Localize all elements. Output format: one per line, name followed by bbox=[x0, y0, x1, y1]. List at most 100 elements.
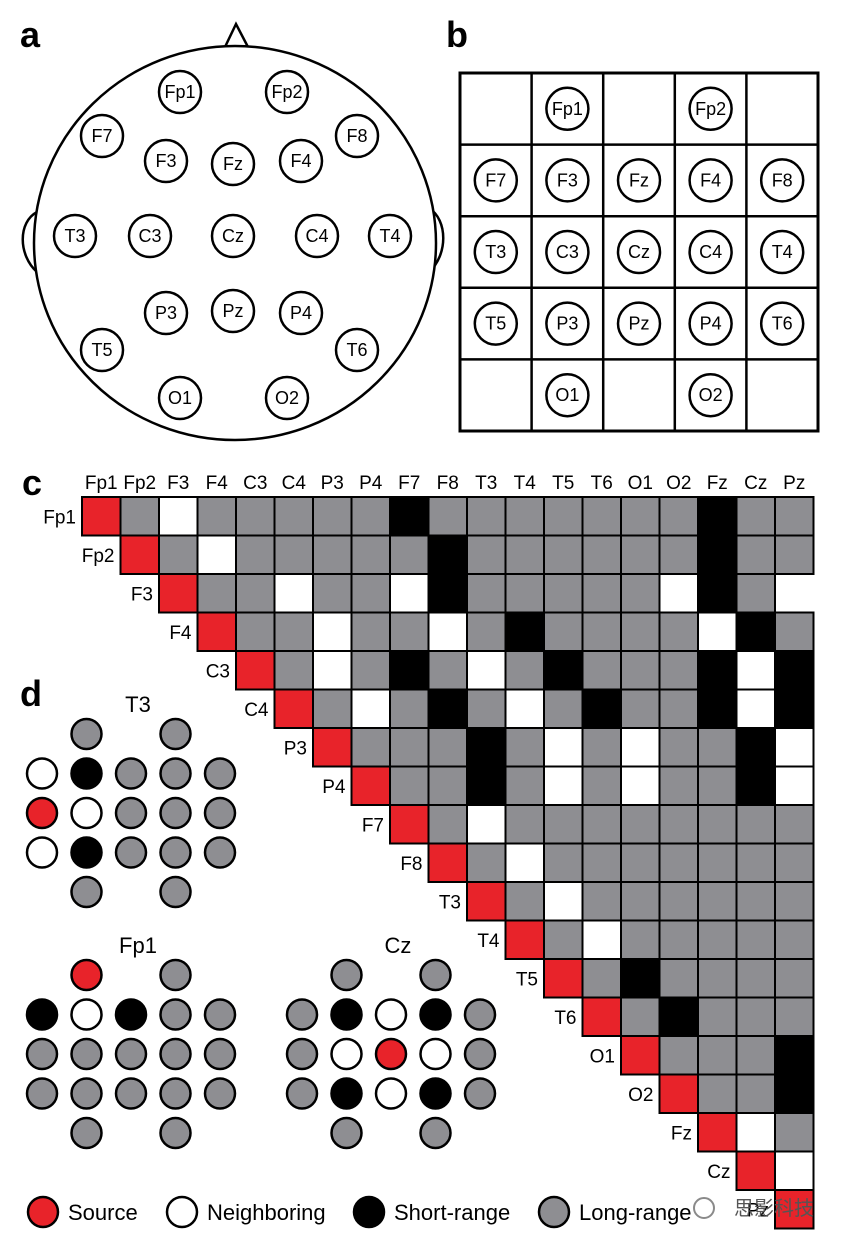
matrix-cell bbox=[774, 727, 815, 768]
topography-dot bbox=[159, 1116, 192, 1150]
matrix-cell bbox=[427, 688, 468, 729]
matrix-cell bbox=[658, 996, 699, 1037]
grid-electrode-label: C3 bbox=[556, 242, 579, 262]
matrix-cell bbox=[697, 881, 738, 922]
matrix-row-label: C3 bbox=[206, 661, 230, 682]
matrix-cell bbox=[774, 804, 815, 845]
matrix-cell bbox=[735, 1073, 776, 1114]
matrix-cell bbox=[273, 573, 314, 614]
matrix-column-label: O1 bbox=[628, 473, 653, 494]
topography-title: Fp1 bbox=[119, 933, 157, 958]
matrix-cell bbox=[466, 881, 507, 922]
matrix-cell bbox=[658, 611, 699, 652]
matrix-cell bbox=[735, 996, 776, 1037]
matrix-cell bbox=[427, 650, 468, 691]
matrix-column-label: C3 bbox=[243, 473, 267, 494]
grid-electrode-label: C4 bbox=[699, 242, 722, 262]
topography-dot bbox=[330, 998, 363, 1031]
matrix-cell bbox=[774, 958, 815, 999]
matrix-cell bbox=[312, 650, 353, 691]
grid-electrode-circle bbox=[759, 229, 805, 275]
grid-electrode-circle bbox=[545, 301, 590, 346]
matrix-cell bbox=[735, 496, 776, 537]
topography-dot bbox=[114, 998, 148, 1031]
electrode-label: T3 bbox=[64, 226, 85, 246]
matrix-cell bbox=[697, 688, 738, 729]
electrode-cz: Cz bbox=[210, 213, 256, 259]
legend-swatch bbox=[352, 1195, 386, 1229]
electrode-circle bbox=[210, 141, 256, 187]
grid-electrode-c3: C3 bbox=[545, 229, 590, 275]
matrix-row-label: O1 bbox=[590, 1046, 615, 1067]
matrix-cell bbox=[620, 842, 661, 883]
matrix-cell bbox=[581, 496, 622, 537]
matrix-cell bbox=[312, 573, 353, 614]
grid-electrode-c4: C4 bbox=[688, 229, 733, 275]
grid-electrode-label: T4 bbox=[772, 242, 793, 262]
topography-dot bbox=[159, 796, 192, 830]
grid-electrode-p4: P4 bbox=[688, 301, 733, 346]
grid-electrode-circle bbox=[759, 301, 805, 346]
matrix-cell bbox=[427, 842, 468, 883]
matrix-cell bbox=[697, 842, 738, 883]
grid-electrode-circle bbox=[545, 229, 590, 275]
matrix-cell bbox=[735, 650, 776, 691]
matrix-cell bbox=[697, 919, 738, 960]
matrix-cell bbox=[504, 496, 545, 537]
matrix-cell bbox=[235, 573, 276, 614]
topography-dot bbox=[159, 1077, 192, 1110]
grid-electrode-fp2: Fp2 bbox=[688, 86, 733, 132]
matrix-cell bbox=[581, 611, 622, 652]
topography-dot bbox=[463, 1077, 497, 1110]
matrix-cell bbox=[697, 573, 738, 614]
topography-title: Cz bbox=[385, 933, 412, 958]
matrix-cell bbox=[389, 804, 430, 845]
topography-dot bbox=[159, 757, 192, 790]
matrix-cell bbox=[658, 573, 699, 614]
electrode-fp2: Fp2 bbox=[264, 69, 310, 115]
matrix-cell bbox=[620, 534, 661, 575]
electrode-f8: F8 bbox=[334, 113, 380, 159]
grid-electrode-o1: O1 bbox=[545, 372, 590, 418]
matrix-cell bbox=[273, 496, 314, 537]
matrix-cell bbox=[389, 611, 430, 652]
topography-dot bbox=[70, 836, 103, 869]
matrix-row-label: Pz bbox=[747, 1200, 769, 1221]
matrix-cell bbox=[504, 804, 545, 845]
electrode-circle bbox=[79, 113, 125, 159]
matrix-cell bbox=[235, 611, 276, 652]
matrix-row-label: F8 bbox=[400, 854, 422, 875]
electrode-circle bbox=[52, 213, 98, 259]
topography-dot bbox=[203, 796, 237, 830]
matrix-cell bbox=[504, 881, 545, 922]
topography-dot bbox=[159, 717, 192, 751]
matrix-cell bbox=[658, 881, 699, 922]
matrix-cell bbox=[427, 804, 468, 845]
matrix-cell bbox=[620, 881, 661, 922]
matrix-cell bbox=[504, 727, 545, 768]
watermark: 思影科技 bbox=[693, 1197, 814, 1220]
matrix-cell bbox=[774, 919, 815, 960]
matrix-cell bbox=[312, 727, 353, 768]
electrode-p3: P3 bbox=[143, 290, 189, 336]
matrix-cell bbox=[581, 996, 622, 1037]
legend-swatch bbox=[165, 1195, 199, 1229]
topography-dot bbox=[203, 757, 237, 790]
electrode-c3: C3 bbox=[127, 213, 173, 259]
matrix-column-label: T6 bbox=[591, 473, 613, 494]
electrode-o1: O1 bbox=[157, 375, 203, 421]
matrix-cell bbox=[697, 996, 738, 1037]
grid-electrode-t4: T4 bbox=[759, 229, 805, 275]
electrode-label: Fp1 bbox=[164, 82, 195, 102]
matrix-column-label: Fp2 bbox=[123, 473, 156, 494]
matrix-cell bbox=[581, 727, 622, 768]
electrode-circle bbox=[143, 138, 189, 184]
electrode-circle bbox=[367, 213, 413, 259]
electrode-circle bbox=[210, 288, 256, 334]
matrix-cell bbox=[735, 804, 776, 845]
matrix-cell bbox=[389, 727, 430, 768]
matrix-column-label: F8 bbox=[437, 473, 459, 494]
topography-dot bbox=[419, 1116, 452, 1150]
matrix-cell bbox=[158, 573, 199, 614]
topography-dot bbox=[114, 1037, 148, 1071]
